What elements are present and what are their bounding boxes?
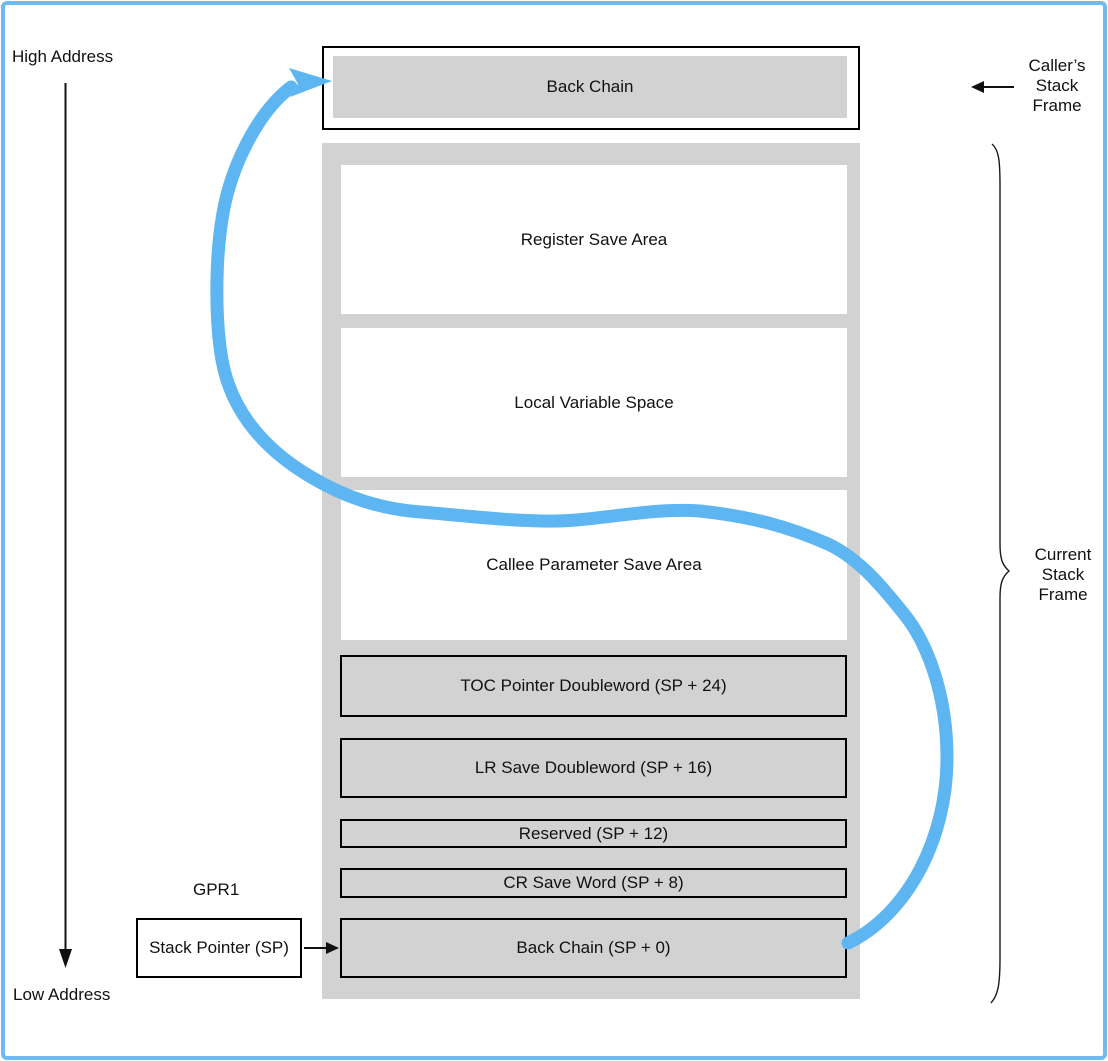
stack-pointer-box: Stack Pointer (SP) — [136, 918, 302, 978]
gpr1-label: GPR1 — [193, 880, 240, 899]
register-save-area-label: Register Save Area — [520, 229, 668, 249]
toc-pointer-doubleword-box: TOC Pointer Doubleword (SP + 24) — [340, 655, 847, 717]
callers-annotation-line1: Caller’s — [1028, 56, 1086, 75]
caller-back-chain-label: Back Chain — [546, 77, 634, 96]
reserved-box: Reserved (SP + 12) — [340, 819, 847, 848]
cr-save-word-box: CR Save Word (SP + 8) — [340, 868, 847, 898]
local-variable-space-label: Local Variable Space — [514, 392, 674, 412]
caller-back-chain-fill: Back Chain — [333, 56, 847, 118]
local-variable-space-box: Local Variable Space — [341, 328, 847, 477]
low-address-label: Low Address — [13, 985, 111, 1004]
register-save-area-box: Register Save Area — [341, 165, 847, 314]
stack-pointer-label: Stack Pointer (SP) — [149, 938, 289, 957]
current-annotation-line3: Frame — [1038, 585, 1088, 604]
current-stack-frame-annotation: Current Stack Frame — [1018, 545, 1108, 605]
back-chain-sp0-box: Back Chain (SP + 0) — [340, 918, 847, 978]
callers-frame-arrowhead-icon — [971, 81, 984, 93]
address-direction-arrowhead-icon — [59, 949, 72, 968]
current-annotation-line1: Current — [1034, 545, 1092, 564]
caller-back-chain-box: Back Chain — [322, 46, 860, 130]
back-chain-sp0-label: Back Chain (SP + 0) — [516, 938, 671, 957]
current-frame-brace — [990, 143, 1011, 1004]
callers-annotation-line2: Stack — [1035, 76, 1079, 95]
cr-save-word-label: CR Save Word (SP + 8) — [503, 873, 684, 892]
reserved-label: Reserved (SP + 12) — [518, 823, 669, 843]
callers-annotation-line3: Frame — [1032, 96, 1082, 115]
current-annotation-line2: Stack — [1041, 565, 1085, 584]
toc-pointer-doubleword-label: TOC Pointer Doubleword (SP + 24) — [460, 676, 727, 695]
callee-parameter-save-area-label: Callee Parameter Save Area — [486, 555, 702, 574]
high-address-label: High Address — [12, 47, 114, 66]
callers-stack-frame-annotation: Caller’s Stack Frame — [1012, 56, 1102, 116]
lr-save-doubleword-label: LR Save Doubleword (SP + 16) — [474, 758, 713, 777]
callee-parameter-save-area-box: Callee Parameter Save Area — [341, 490, 847, 640]
lr-save-doubleword-box: LR Save Doubleword (SP + 16) — [340, 738, 847, 798]
